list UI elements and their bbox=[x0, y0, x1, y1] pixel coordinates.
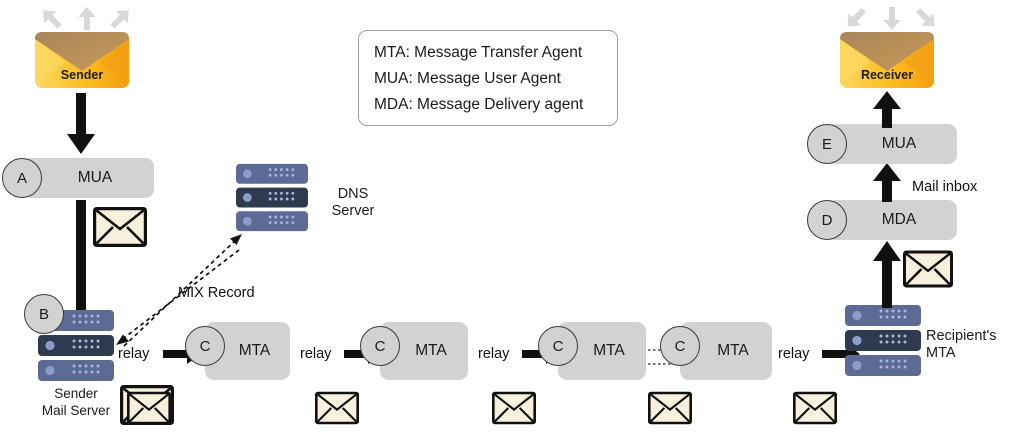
sender-mua-label: MUA bbox=[77, 169, 113, 186]
arrow-mda-to-mua bbox=[871, 162, 903, 202]
dns-server-caption-line2: Server bbox=[331, 203, 375, 219]
recipient-mda-label: MDA bbox=[881, 211, 917, 228]
mail-icon-relay-4 bbox=[648, 390, 692, 426]
legend-line-mta: MTA: Message Transfer Agent bbox=[374, 44, 583, 61]
mail-icon-relay-2 bbox=[315, 390, 359, 426]
arrow-recipient-mta-to-mda bbox=[871, 240, 903, 308]
mta-box-1[interactable]: C MTA bbox=[185, 322, 290, 380]
receiver-incoming-rays-icon bbox=[838, 2, 946, 32]
mix-record-label: MIX Record bbox=[178, 285, 255, 301]
recipient-mda-box[interactable]: D MDA bbox=[807, 200, 957, 240]
mta-label-4: MTA bbox=[717, 342, 749, 359]
dns-server-icon[interactable] bbox=[236, 162, 308, 234]
relay-label-2: relay bbox=[300, 346, 332, 362]
step-badge-b: B bbox=[24, 294, 64, 334]
legend-line-mua: MUA: Message User Agent bbox=[374, 70, 561, 87]
sender-mail-server-caption-line1: Sender bbox=[54, 386, 98, 401]
mta-box-4[interactable]: C MTA bbox=[660, 322, 772, 380]
arrow-mua-to-mailserver bbox=[65, 200, 97, 332]
step-badge-d: D bbox=[807, 200, 847, 240]
mail-icon-after-mua bbox=[93, 207, 147, 247]
mta-label-3: MTA bbox=[593, 342, 625, 359]
recipient-mta-server-icon[interactable] bbox=[845, 305, 921, 377]
sender-mua-box[interactable]: A MUA bbox=[2, 158, 154, 198]
legend-box: MTA: Message Transfer Agent MUA: Message… bbox=[358, 30, 618, 126]
dns-server-caption-line1: DNS bbox=[337, 186, 369, 202]
relay-label-3: relay bbox=[478, 346, 510, 362]
relay-label-4: relay bbox=[778, 346, 810, 362]
legend-line-mda: MDA: Message Delivery agent bbox=[374, 96, 584, 113]
mail-icon-recipient-inbound bbox=[903, 250, 953, 288]
receiver-envelope-icon: Receiver bbox=[840, 32, 934, 88]
mail-icon-relay-5 bbox=[793, 390, 837, 426]
relay-label-1: relay bbox=[118, 346, 150, 362]
recipient-mua-box[interactable]: E MUA bbox=[807, 124, 957, 164]
mta-box-2[interactable]: C MTA bbox=[360, 322, 468, 380]
mta-label-1: MTA bbox=[238, 342, 271, 359]
sender-envelope-icon: Sender bbox=[35, 32, 129, 88]
dns-query-response-arrows bbox=[108, 228, 248, 353]
recipient-mua-label: MUA bbox=[881, 135, 917, 152]
mta-label-2: MTA bbox=[415, 342, 447, 359]
arrow-mua-to-receiver bbox=[871, 90, 903, 128]
mail-inbox-label: Mail inbox bbox=[912, 179, 978, 195]
mail-icon-relay-3 bbox=[492, 390, 536, 426]
step-badge-e: E bbox=[807, 124, 847, 164]
sender-mail-server-caption: Sender Mail Server bbox=[16, 385, 136, 419]
step-badge-c-1: C bbox=[185, 326, 225, 366]
dns-server-caption: DNS Server bbox=[318, 186, 388, 220]
recipient-mta-caption-line1: Recipient's bbox=[926, 328, 997, 344]
step-badge-c-4: C bbox=[660, 326, 700, 366]
mail-icon-relay-1 bbox=[127, 390, 171, 426]
sender-mail-server-caption-line2: Mail Server bbox=[41, 403, 111, 418]
recipient-mta-caption: Recipient's MTA bbox=[926, 328, 1016, 362]
step-badge-c-2: C bbox=[360, 326, 400, 366]
mta-box-3[interactable]: C MTA bbox=[538, 322, 646, 380]
sender-broadcast-rays-icon bbox=[33, 2, 141, 32]
arrow-sender-to-mua bbox=[65, 93, 97, 155]
step-badge-a: A bbox=[2, 158, 42, 198]
recipient-mta-caption-line2: MTA bbox=[926, 345, 956, 361]
step-badge-c-3: C bbox=[538, 326, 578, 366]
